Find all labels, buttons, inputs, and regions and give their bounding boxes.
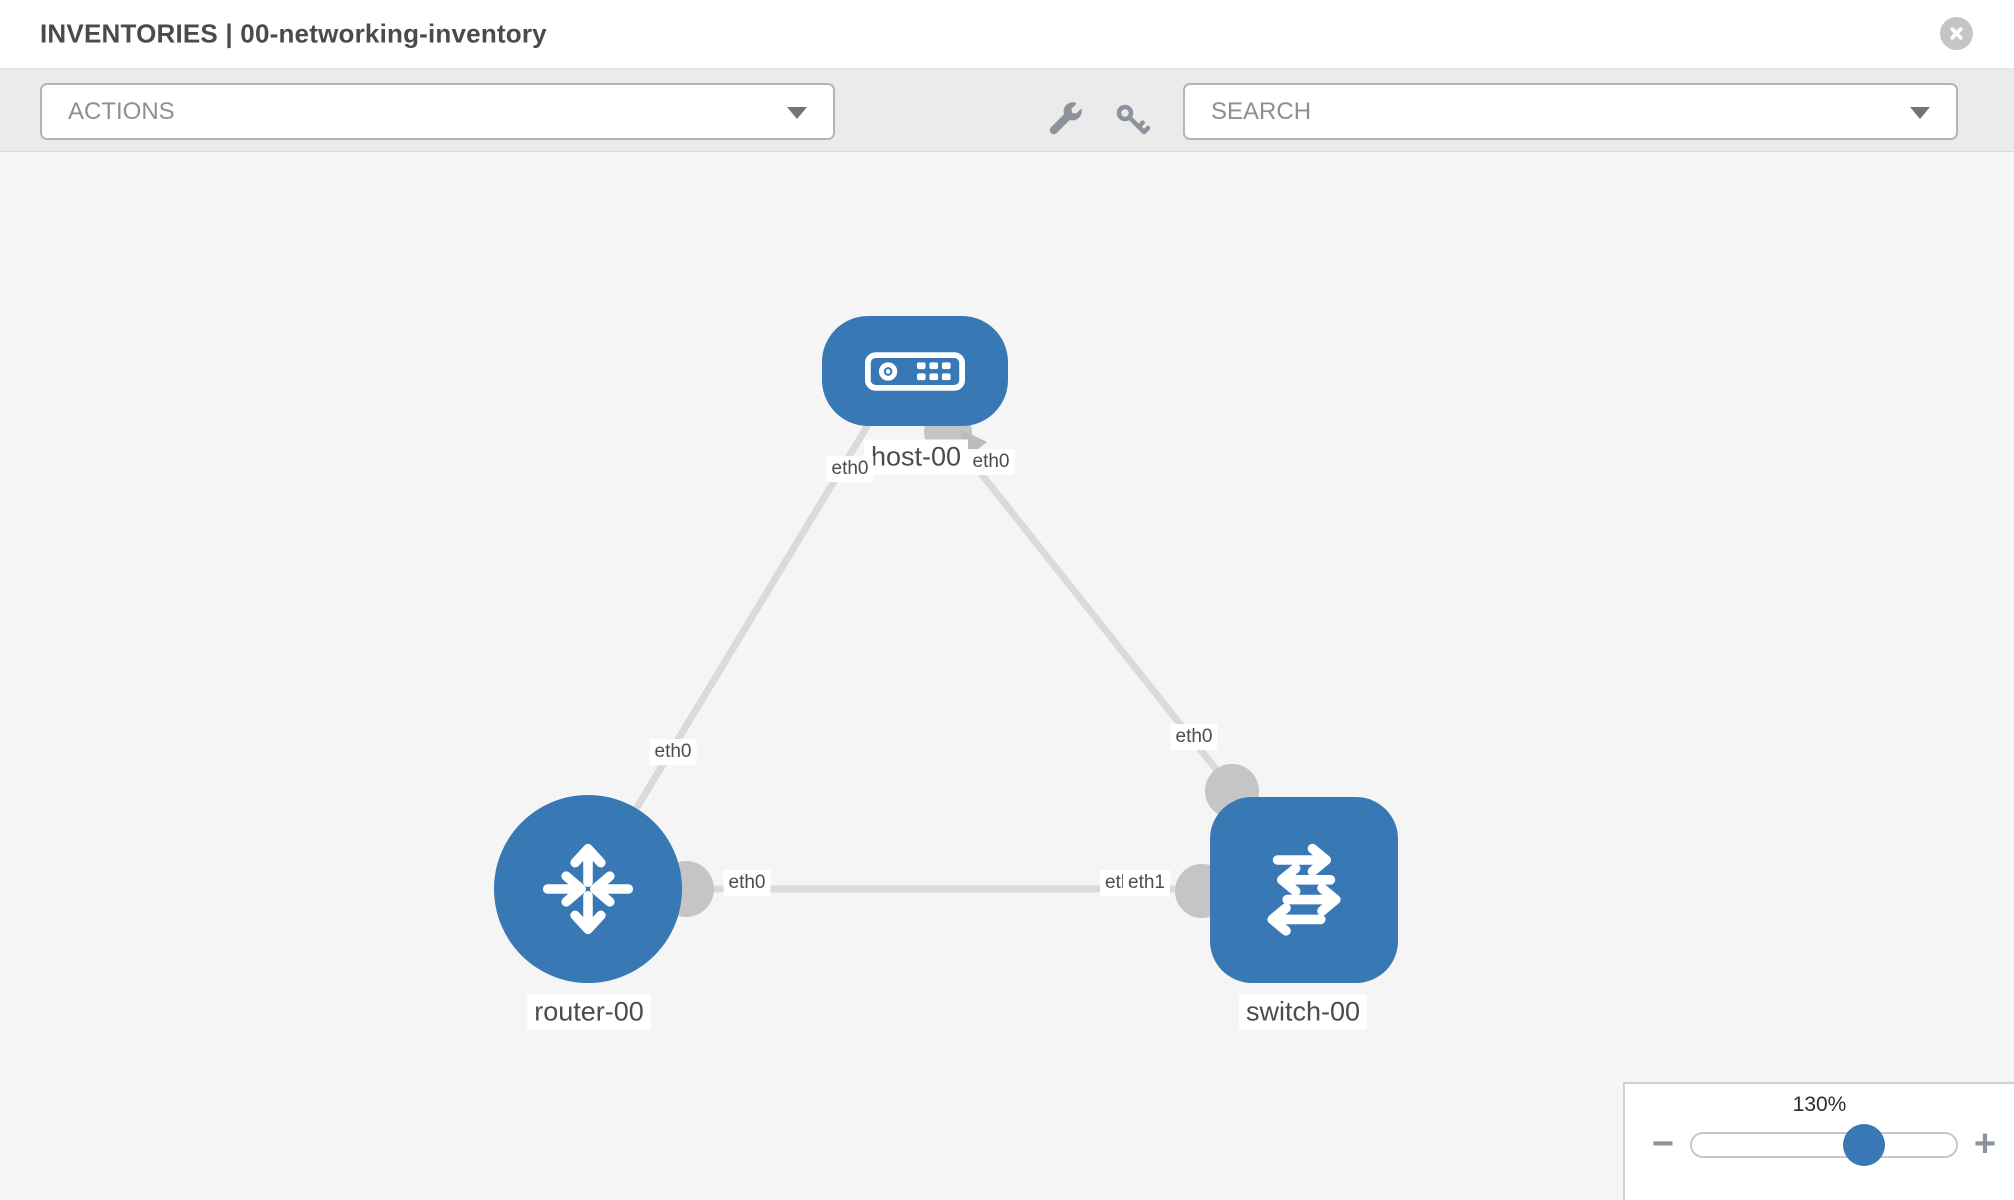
minus-icon: −	[1651, 1122, 1675, 1165]
wrench-icon	[1049, 102, 1083, 135]
switch-icon	[1267, 843, 1341, 936]
toolbar: ACTIONS SEARCH	[0, 69, 2014, 152]
node-switch[interactable]	[1210, 797, 1398, 983]
chevron-down-icon	[1910, 106, 1930, 119]
close-icon	[1950, 27, 1963, 40]
close-button[interactable]	[1940, 17, 1973, 50]
zoom-value: 130%	[1792, 1093, 1847, 1116]
key-button[interactable]	[1109, 97, 1157, 145]
plus-icon: +	[1973, 1122, 1997, 1165]
key-icon	[1116, 104, 1151, 135]
iface-label-router-to-switch: eth0	[723, 870, 771, 896]
link-host-switch	[945, 429, 1253, 815]
page-title: INVENTORIES | 00-networking-inventory	[40, 18, 547, 49]
search-dropdown[interactable]: SEARCH	[1183, 83, 1958, 140]
node-router[interactable]	[494, 795, 682, 983]
zoom-slider-handle[interactable]	[1842, 1124, 1885, 1166]
zoom-panel: 130% − +	[1623, 1082, 2014, 1200]
iface-label-switch-to-host: eth0	[1170, 724, 1218, 750]
zoom-slider[interactable]	[1690, 1124, 1958, 1166]
zoom-in-button[interactable]: +	[1965, 1122, 2005, 1166]
modal-header: INVENTORIES | 00-networking-inventory	[0, 0, 2014, 69]
router-icon	[542, 843, 634, 935]
host-icon	[865, 351, 965, 391]
iface-label-host-to-router: eth0	[826, 456, 874, 482]
node-host[interactable]	[822, 316, 1008, 426]
topology-canvas[interactable]: host-00 router-00 switch-00 eth0 eth0 et…	[0, 152, 2014, 1200]
wrench-button[interactable]	[1042, 97, 1090, 145]
actions-dropdown-label: ACTIONS	[68, 97, 175, 125]
actions-dropdown[interactable]: ACTIONS	[40, 83, 835, 140]
iface-label-switch-to-router-eth1: eth1	[1123, 870, 1170, 896]
topology-links-layer	[588, 408, 1304, 918]
zoom-out-button[interactable]: −	[1643, 1122, 1683, 1166]
node-label-switch: switch-00	[1238, 994, 1368, 1030]
iface-label-router-to-host: eth0	[649, 739, 697, 765]
iface-label-host-to-switch: eth0	[967, 449, 1015, 475]
node-label-router: router-00	[527, 994, 651, 1030]
node-label-host: host-00	[863, 439, 969, 475]
search-placeholder: SEARCH	[1211, 97, 1312, 125]
chevron-down-icon	[787, 106, 807, 119]
